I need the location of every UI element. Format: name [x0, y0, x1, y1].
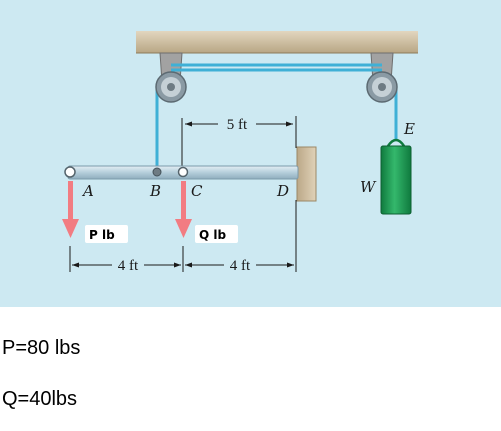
point-a-pin — [64, 166, 76, 178]
dimension-right-label: 4 ft — [230, 258, 251, 274]
point-b-pin — [152, 167, 162, 177]
point-d-label: D — [276, 182, 289, 200]
left-pulley — [155, 71, 187, 103]
force-q-label: Q lb — [199, 228, 226, 242]
point-w-label: W — [360, 178, 377, 196]
point-a-label: A — [81, 182, 94, 200]
force-arrow-q — [175, 181, 192, 238]
point-c-label: C — [191, 182, 203, 200]
given-q-value: Q=40lbs — [2, 388, 78, 410]
dimension-top-label: 5 ft — [227, 117, 248, 133]
rope — [155, 63, 398, 172]
right-pulley — [366, 71, 398, 103]
hanging-weight — [380, 138, 412, 215]
point-e-label: E — [403, 120, 415, 138]
wall-support — [296, 146, 317, 202]
point-c-pin — [177, 166, 189, 178]
statics-diagram: 5 ft A B C D P lb Q lb — [0, 0, 501, 307]
ceiling — [136, 31, 418, 53]
point-b-label: B — [149, 182, 161, 200]
given-p-value: P=80 lbs — [2, 337, 81, 359]
dimension-left-label: 4 ft — [118, 258, 139, 274]
force-p-label: P lb — [89, 228, 115, 242]
force-arrow-p — [62, 181, 79, 238]
